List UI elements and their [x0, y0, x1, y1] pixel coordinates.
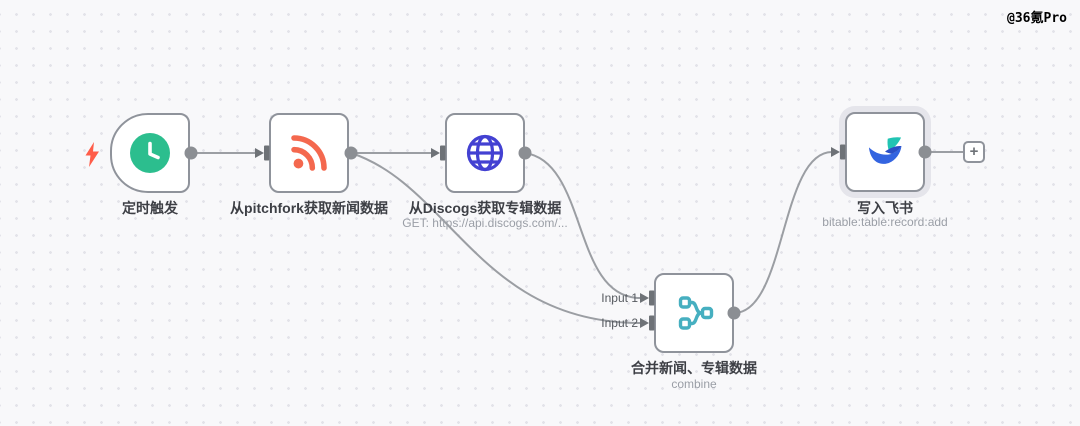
input-port-feishu[interactable]	[840, 144, 846, 160]
input-arrow-merge-2	[640, 318, 649, 328]
merge-icon	[672, 291, 716, 335]
node-schedule-trigger[interactable]	[110, 113, 190, 193]
output-endpoint-rss[interactable]	[344, 146, 358, 160]
connection-merge-to-feishu[interactable]	[733, 151, 833, 314]
clock-icon	[129, 132, 171, 174]
globe-icon	[463, 131, 507, 175]
input-arrow-merge-1	[640, 293, 649, 303]
connection-rss-to-merge-input2[interactable]	[350, 152, 641, 324]
input-port-http[interactable]	[440, 145, 446, 161]
input-arrow-http	[431, 148, 440, 158]
add-node-button[interactable]: +	[963, 141, 985, 163]
input-port-merge-2[interactable]	[649, 315, 655, 331]
input-port-rss[interactable]	[264, 145, 270, 161]
lightning-bolt-icon	[85, 142, 99, 167]
node-feishu-write[interactable]	[845, 112, 925, 192]
watermark: @36氪Pro	[1007, 11, 1067, 26]
output-endpoint-feishu[interactable]	[918, 145, 932, 159]
rss-icon	[289, 133, 329, 173]
node-http-discogs[interactable]	[445, 113, 525, 193]
input-arrow-feishu	[831, 147, 840, 157]
output-endpoint-trigger[interactable]	[184, 146, 198, 160]
feishu-icon	[863, 130, 907, 174]
connection-http-to-merge-input1[interactable]	[524, 152, 641, 299]
input-arrow-rss	[255, 148, 264, 158]
output-endpoint-http[interactable]	[518, 146, 532, 160]
node-rss-pitchfork[interactable]	[269, 113, 349, 193]
input-port-merge-1[interactable]	[649, 290, 655, 306]
output-endpoint-merge[interactable]	[727, 306, 741, 320]
